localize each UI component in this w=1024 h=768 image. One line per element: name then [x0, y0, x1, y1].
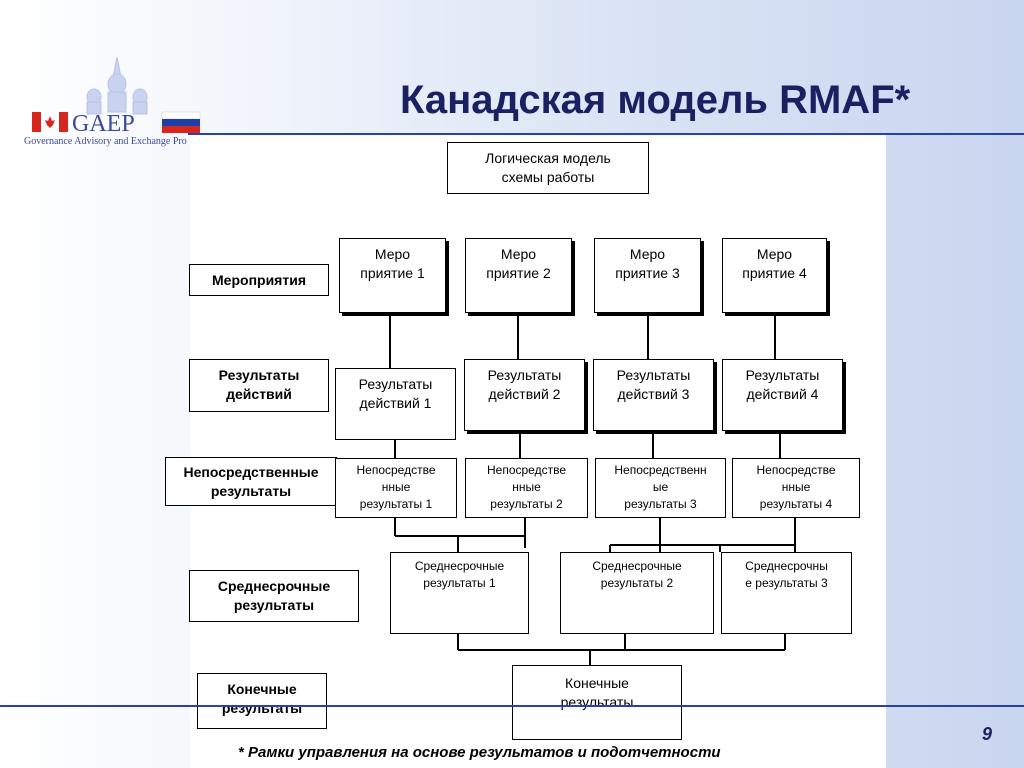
intermediate-outcome-box-2: Среднесрочные результаты 2	[560, 552, 714, 634]
row-label-intermediate: Среднесрочные результаты	[189, 570, 359, 622]
immediate-outcome-box-1: Непосредстве нные результаты 1	[335, 458, 457, 518]
output-box-1: Результаты действий 1	[335, 368, 456, 440]
activity-box-2: Меро приятие 2	[465, 238, 572, 313]
logo-text: GAEP	[72, 111, 135, 137]
immediate-outcome-box-4: Непосредстве нные результаты 4	[732, 458, 860, 518]
intermediate-outcome-box-3: Среднесрочны е результаты 3	[721, 552, 852, 634]
canada-flag-icon	[32, 112, 68, 132]
logic-model-box: Логическая модель схемы работы	[447, 142, 649, 194]
row-label-final: Конечные результаты	[197, 673, 327, 729]
intermediate-outcome-box-1: Среднесрочные результаты 1	[390, 552, 529, 634]
top-divider	[188, 133, 1024, 135]
page-number: 9	[982, 724, 993, 744]
gaep-logo: GAEP	[32, 56, 201, 137]
activity-box-3: Меро приятие 3	[594, 238, 701, 313]
immediate-outcome-box-2: Непосредстве нные результаты 2	[465, 458, 588, 518]
output-box-2: Результаты действий 2	[464, 359, 585, 431]
immediate-outcome-box-3: Непосредственн ые результаты 3	[595, 458, 726, 518]
row-label-outputs: Результаты действий	[189, 359, 329, 412]
logo-subtitle: Governance Advisory and Exchange Pro	[24, 136, 187, 147]
activity-box-4: Меро приятие 4	[722, 238, 827, 313]
bottom-divider	[0, 705, 1024, 707]
output-box-3: Результаты действий 3	[593, 359, 714, 431]
row-label-immediate: Непосредственные результаты	[165, 457, 337, 506]
page-title: Канадская модель RMAF*	[400, 78, 911, 122]
footnote: * Рамки управления на основе результатов…	[238, 744, 721, 761]
row-label-activities: Мероприятия	[189, 264, 329, 296]
russia-flag-icon	[161, 111, 201, 133]
final-outcome-box: Конечные результаты	[512, 665, 682, 740]
activity-box-1: Меро приятие 1	[339, 238, 446, 313]
output-box-4: Результаты действий 4	[722, 359, 843, 431]
